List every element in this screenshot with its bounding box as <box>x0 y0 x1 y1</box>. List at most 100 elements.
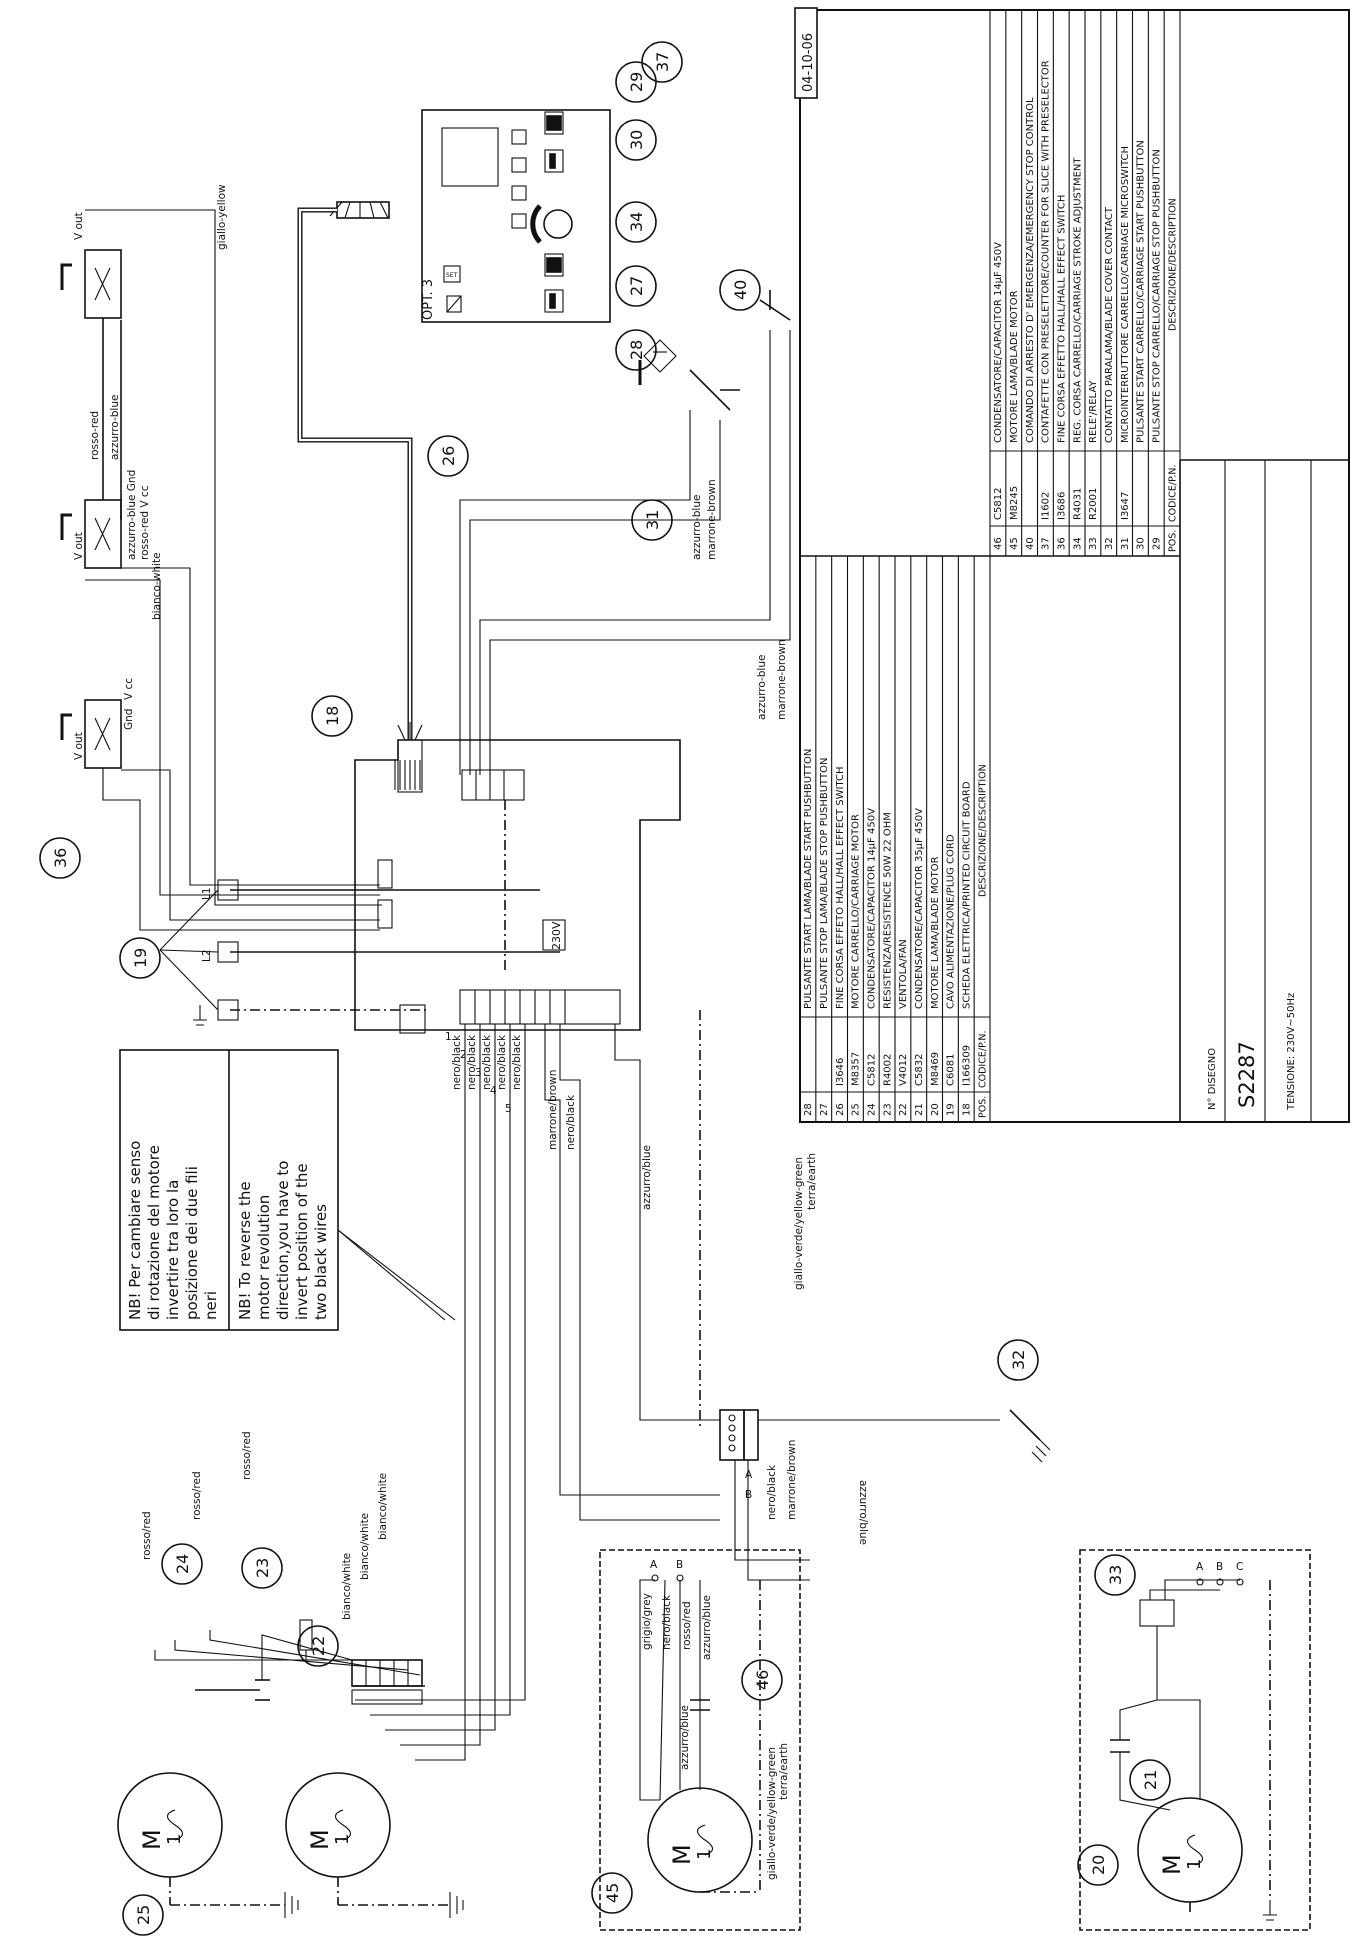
callout-40: 40 <box>719 269 761 311</box>
wire-marrone-brown-d: marrone/brown <box>547 1070 559 1150</box>
callout-18: 18 <box>311 695 353 737</box>
wire-nero-black-3: nero/black <box>481 1034 493 1090</box>
svg-text:31: 31 <box>643 510 662 530</box>
tbl-right-pos-1: 45 <box>1009 537 1020 550</box>
wire-azzurro-blue-b: azzurro-blue <box>691 495 703 560</box>
option-label: OPT. 3 <box>421 279 436 320</box>
callout-25: 25 <box>122 1894 164 1936</box>
callout-29: 29 <box>615 61 657 103</box>
svg-text:29: 29 <box>627 72 646 92</box>
wire-grigio-grey: grigio/grey <box>641 1593 653 1650</box>
svg-text:24: 24 <box>173 1554 192 1574</box>
tbl-right-code-6: R2001 <box>1088 488 1099 520</box>
tbl-left-code-10: I166309 <box>961 1045 972 1086</box>
callout-19: 19 <box>119 937 161 979</box>
microswitch-and-emergency: azzurro-blue marrone-brown azzurro-blue … <box>459 290 791 775</box>
voltage-label-230v: 230V <box>550 921 563 950</box>
note-it-line-0: NB! Per cambiare senso <box>126 1141 144 1320</box>
tbl-right-desc-1: MOTORE LAMA/BLADE MOTOR <box>1009 290 1020 443</box>
callout-36: 36 <box>39 837 81 879</box>
callout-22: 22 <box>297 1625 339 1667</box>
tbl-right-desc-5: REG. CORSA CARRELLO/CARRIAGE STROKE ADJU… <box>1072 157 1083 443</box>
opt-term-a: A <box>650 1559 658 1571</box>
tbl-left-pos-1: 27 <box>819 1103 830 1116</box>
parts-table: N° DISEGNO S2287 TENSIONE: 230V~50Hz 04-… <box>794 7 1350 1123</box>
opt2-term-a: A <box>1196 1561 1204 1573</box>
callout-37: 37 <box>641 41 683 83</box>
term-4: 4 <box>490 1085 497 1097</box>
wire-nero-black-2: nero/black <box>466 1034 478 1090</box>
tbl-left-desc-8: MOTORE LAMA/BLADE MOTOR <box>930 856 941 1009</box>
tbl-left-desc-2: FINE CORSA EFFETO HALL/HALL EFFECT SWITC… <box>835 766 846 1009</box>
tbl-left-code-7: C5832 <box>914 1054 925 1086</box>
tbl-left-desc-4: CONDENSATORE/CAPACITOR 14µF 450V <box>866 808 877 1009</box>
wire-rosso-red-a: rosso-red <box>89 411 101 460</box>
motor-25: M 1 <box>117 1772 299 1918</box>
tbl-right-pos-3: 37 <box>1041 537 1052 550</box>
tbl-left-pos-3: 25 <box>851 1103 862 1116</box>
callout-33: 33 <box>1094 1554 1136 1596</box>
callout-27: 27 <box>615 265 657 307</box>
motor-22-m: M <box>306 1829 334 1850</box>
plug-cord: L1 L2 <box>159 879 560 1026</box>
svg-text:45: 45 <box>603 1883 622 1903</box>
note-it-line-2: invertire tra loro la <box>164 1180 182 1320</box>
callout-21: 21 <box>1129 1759 1171 1801</box>
svg-text:26: 26 <box>439 446 458 466</box>
tbl-right-desc-8: MICROINTERRUTTORE CARRELLO/CARRIAGE MICR… <box>1120 146 1131 443</box>
wire-azzurro-blue-gnd: azzurro-blue Gnd <box>126 470 138 560</box>
wire-marrone-brown-e: marrone/brown <box>786 1440 798 1520</box>
tbl-right-header-desc: DESCRIZIONE/DESCRIPTION <box>1167 198 1178 331</box>
terminal-block-ab: azzurro/blue A B nero/black marrone/brow… <box>719 1409 1051 1581</box>
control-panel: SET OPT. 3 <box>421 109 611 323</box>
tbl-right-desc-2: COMANDO DI ARRESTO D' EMERGENZA/EMERGENC… <box>1025 97 1036 443</box>
svg-text:36: 36 <box>51 848 70 868</box>
wire-marrone-brown-b: marrone-brown <box>706 479 718 560</box>
wire-nero-black-6: nero/black <box>565 1094 577 1150</box>
note-it-line-3: posizione dei due fili <box>183 1166 201 1320</box>
opt2-term-b: B <box>1216 1561 1223 1573</box>
tbl-right-desc-10: PULSANTE STOP CARRELLO/CARRIAGE STOP PUS… <box>1151 149 1162 443</box>
note-en-line-4: two black wires <box>312 1204 330 1320</box>
tbl-right-pos-4: 36 <box>1056 537 1067 550</box>
tbl-right-pos-10: 29 <box>1151 537 1162 550</box>
tbl-left-pos-10: 18 <box>961 1103 972 1116</box>
motor-22: M 1 <box>285 1772 464 1918</box>
motor-45-phase: 1 <box>694 1849 715 1860</box>
note-en-line-0: NB! To reverse the <box>236 1181 254 1320</box>
wire-rosso-red-1: rosso/red <box>141 1511 153 1560</box>
drawing-label: N° DISEGNO <box>1207 1048 1218 1110</box>
callout-32: 32 <box>997 1339 1039 1381</box>
circuit-board: 230V <box>354 739 681 1034</box>
tbl-right-desc-7: CONTATTO PARALAMA/BLADE COVER CONTACT <box>1104 206 1115 443</box>
tbl-right-desc-3: CONTAFETTE CON PRESELETTORE/COUNTER FOR … <box>1041 60 1052 443</box>
callout-20: 20 <box>1077 1844 1119 1886</box>
wire-azzurro-blue-f: azzurro/blue <box>679 1705 691 1770</box>
terminal-a: A <box>745 1469 753 1481</box>
tbl-right-pos-7: 32 <box>1104 537 1115 550</box>
svg-text:37: 37 <box>653 52 672 72</box>
tbl-right-pos-0: 46 <box>993 537 1004 550</box>
svg-text:22: 22 <box>309 1636 328 1656</box>
svg-text:34: 34 <box>627 212 646 232</box>
callout-28: 28 <box>615 329 657 371</box>
svg-text:25: 25 <box>134 1905 153 1925</box>
tbl-left-code-3: M8357 <box>851 1052 862 1086</box>
tbl-right-pos-8: 31 <box>1120 537 1131 550</box>
hall-26b-vout: V out <box>73 212 85 240</box>
callout-23: 23 <box>241 1547 283 1589</box>
motor-20-phase: 1 <box>1184 1859 1205 1870</box>
wire-giallo-verde-b: giallo-verde/yellow-green <box>766 1747 778 1880</box>
note-en-line-3: invert position of the <box>293 1163 311 1320</box>
wire-bianco-white-1: bianco/white <box>341 1553 353 1620</box>
tbl-right-code-5: R4031 <box>1072 488 1083 520</box>
wire-rosso-red-4: rosso/red <box>681 1601 693 1650</box>
svg-text:21: 21 <box>1141 1770 1160 1790</box>
wire-azzurro-blue-a: azzurro-blue <box>109 395 121 460</box>
tbl-left-header-code: CODICE/P.N. <box>977 1031 988 1088</box>
wire-terra-earth-b: terra/earth <box>778 1743 790 1800</box>
tbl-right-code-4: I3686 <box>1056 492 1067 520</box>
wire-rosso-red-3: rosso/red <box>241 1431 253 1480</box>
svg-text:32: 32 <box>1009 1350 1028 1370</box>
